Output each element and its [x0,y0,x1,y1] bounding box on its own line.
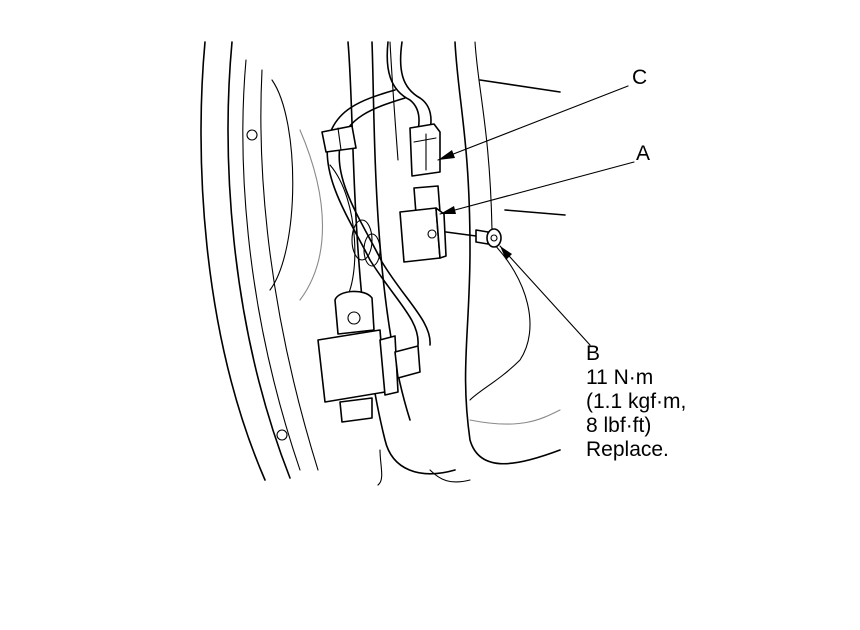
callout-b-torque: 11 N·m [586,366,654,389]
callout-b-torque-kgf: (1.1 kgf·m, [586,390,687,413]
bolt-b [445,228,502,248]
callout-b: B 11 N·m (1.1 kgf·m, 8 lbf·ft) Replace. [586,342,686,462]
arrowhead-c [438,150,455,160]
callout-b-torque-lbf: 8 lbf·ft) [586,414,652,437]
connector-c [409,123,441,177]
callout-b-note: Replace. [586,438,669,461]
callout-a-label: A [636,142,651,165]
sensor-a [399,185,447,263]
callout-b-letter: B [586,342,601,365]
leader-lines [437,85,635,346]
body-panel-outline [200,41,356,481]
wire-harness [321,41,432,346]
leader-line-a [439,161,635,215]
leader-line-c [437,85,629,161]
arrowhead-b [500,246,512,260]
leader-line-b [499,245,591,346]
lower-sensor-unit [317,290,421,423]
arrowhead-a [440,206,456,214]
callout-c-label: C [632,66,648,89]
pillar-structure [347,41,566,486]
